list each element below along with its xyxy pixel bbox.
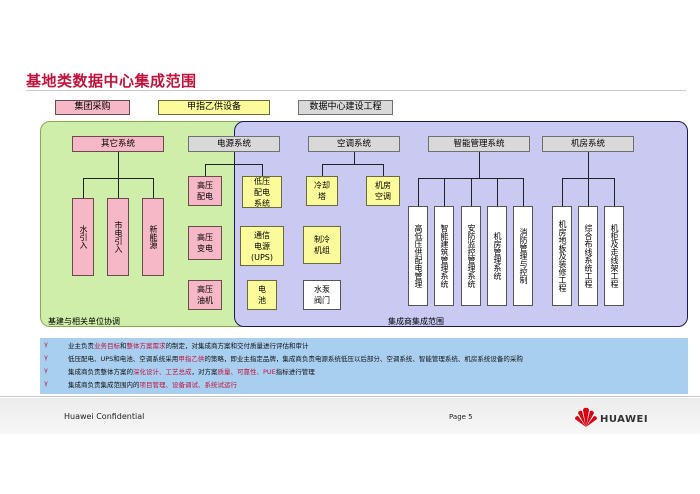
connector xyxy=(153,178,154,198)
green-region-label: 基建与相关单位协调 xyxy=(48,317,120,326)
connector xyxy=(523,178,524,206)
note-bullet: γ xyxy=(44,340,48,348)
connector xyxy=(354,152,355,164)
category-power: 电源系统 xyxy=(188,136,280,152)
item-hv-lv-power-mgmt: 高低压供配电管理 xyxy=(408,206,428,306)
note-highlight: 项目管理、设备调试、系统试运行 xyxy=(139,381,238,389)
item-hv-transformer: 高压 变电 xyxy=(188,226,222,260)
item-pump-valve: 水泵 阀门 xyxy=(303,280,341,310)
footer-page-number: Page 5 xyxy=(449,413,473,421)
notes-panel: γ 业主负责业务目标和整体方案需求的制定，对集成商方案和交付质量进行评估和审计 γ 低… xyxy=(40,338,688,394)
item-new-energy: 新能源 xyxy=(142,198,164,276)
connector xyxy=(205,164,263,165)
connector xyxy=(497,178,498,206)
note-text: 和 xyxy=(120,342,127,350)
legend-party-a-equipment: 甲指乙供设备 xyxy=(158,100,270,115)
note-highlight: 质量、可靠性、PUE xyxy=(217,368,276,376)
note-line: 集成商负责整体方案的深化设计、工艺总成，对方案质量、可靠性、PUE指标进行管理 xyxy=(68,366,315,376)
category-other: 其它系统 xyxy=(72,136,164,152)
item-cabinet-rack: 机柜及走线架工程 xyxy=(604,206,624,306)
item-hv-generator: 高压 油机 xyxy=(188,280,222,310)
connector xyxy=(588,152,589,178)
item-room-ac: 机房 空调 xyxy=(366,176,400,206)
note-text: 低压配电、UPS和电池、空调系统采用 xyxy=(68,355,179,363)
item-lv-distribution: 低压 配电 系统 xyxy=(242,176,282,208)
note-highlight: 业务目标 xyxy=(94,342,120,350)
item-room-mgmt: 机房管理系统 xyxy=(487,206,507,306)
note-line: 业主负责业务目标和整体方案需求的制定，对集成商方案和交付质量进行评估和审计 xyxy=(68,340,309,350)
category-room: 机房系统 xyxy=(542,136,634,152)
legend-dc-engineering: 数据中心建设工程 xyxy=(298,100,393,115)
note-bullet: γ xyxy=(44,366,48,374)
connector xyxy=(234,152,235,164)
note-bullet: γ xyxy=(44,353,48,361)
note-text: 集成商负责整体方案的 xyxy=(68,368,133,376)
connector xyxy=(444,178,445,206)
item-hv-distribution: 高压 配电 xyxy=(188,176,222,206)
note-highlight: 整体方案需求 xyxy=(126,342,166,350)
connector xyxy=(118,152,119,178)
note-highlight: 甲指乙供 xyxy=(178,355,205,363)
category-hvac: 空调系统 xyxy=(308,136,400,152)
connector xyxy=(588,178,589,206)
note-text: 业主负责 xyxy=(68,342,94,350)
connector xyxy=(479,152,480,178)
note-text: 的策略，即业主指定品牌，集成商负责电源系统低压以后部分、空调系统、智能管理系统、… xyxy=(204,355,523,363)
legend-group-purchase: 集团采购 xyxy=(55,100,130,115)
item-security-monitoring: 安防监控管理系统 xyxy=(461,206,481,306)
purple-region-label: 集成商集成范围 xyxy=(388,317,444,326)
connector xyxy=(471,178,472,206)
item-battery: 电 池 xyxy=(247,280,277,310)
category-smart-mgmt: 智能管理系统 xyxy=(428,136,530,152)
connector xyxy=(118,178,119,198)
note-line: 集成商负责集成范围内的项目管理、设备调试、系统试运行 xyxy=(68,379,237,389)
connector xyxy=(614,178,615,206)
note-text: 指标进行管理 xyxy=(275,368,315,376)
connector xyxy=(418,178,419,206)
item-grid-power-intake: 市电引入 xyxy=(107,198,129,276)
connector xyxy=(383,164,384,176)
huawei-logo-text: HUAWEI xyxy=(600,414,649,425)
item-chiller: 制冷 机组 xyxy=(303,226,341,264)
connector xyxy=(83,178,84,198)
huawei-logo-icon xyxy=(575,407,597,427)
note-line: 低压配电、UPS和电池、空调系统采用甲指乙供的策略，即业主指定品牌，集成商负责电… xyxy=(68,353,523,363)
item-water-intake: 水引入 xyxy=(72,198,94,276)
note-text: 集成商负责集成范围内的 xyxy=(68,381,140,389)
title-divider xyxy=(26,90,686,91)
item-cooling-tower: 冷却 塔 xyxy=(306,176,338,206)
connector xyxy=(262,164,263,176)
item-smart-building-mgmt: 智能建筑管理系统 xyxy=(434,206,454,306)
footer-band xyxy=(0,398,700,434)
note-text: ，对方案 xyxy=(191,368,218,376)
note-highlight: 深化设计、工艺总成 xyxy=(133,368,192,376)
connector xyxy=(322,164,323,176)
connector xyxy=(322,164,384,165)
page-title: 基地类数据中心集成范围 xyxy=(26,72,197,90)
item-fire-control: 消防管理与控制 xyxy=(513,206,533,306)
item-floor-decoration: 机房地板及装修工程 xyxy=(552,206,572,306)
footer-divider xyxy=(0,396,700,397)
item-cabling-system: 综合布线系统工程 xyxy=(578,206,598,306)
note-text: 的制定，对集成商方案和交付质量进行评估和审计 xyxy=(165,342,309,350)
note-bullet: γ xyxy=(44,379,48,387)
footer-confidential: Huawei Confidential xyxy=(64,412,145,421)
item-ups: 通信 电源 (UPS) xyxy=(240,226,284,266)
connector xyxy=(205,164,206,176)
connector xyxy=(562,178,563,206)
